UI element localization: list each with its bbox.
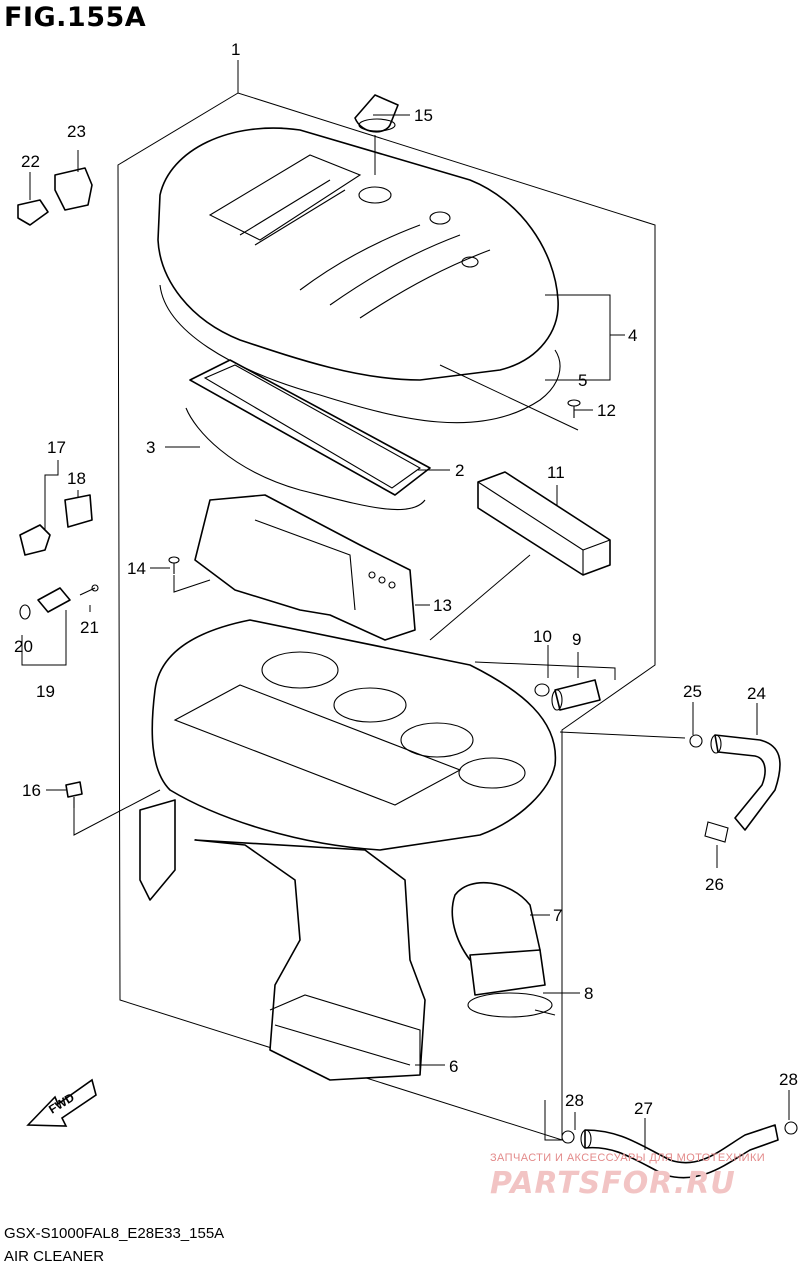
bolt-16 (65, 781, 83, 808)
callout-17: 17 (47, 438, 66, 457)
sensor-19 (37, 587, 71, 613)
callout-28a: 28 (565, 1091, 584, 1110)
callout-15: 15 (414, 106, 433, 125)
callout-12: 12 (597, 401, 616, 420)
figure-code: GSX-S1000FAL8_E28E33_155A (4, 1225, 225, 1242)
duct-frame-part (194, 494, 416, 641)
callout-25: 25 (683, 682, 702, 701)
cap-part (354, 94, 399, 133)
breather-hose-part (689, 734, 781, 843)
screw-21 (79, 584, 99, 596)
callout-labels: 1 2 3 4 5 6 7 8 9 10 11 12 13 14 15 16 1… (14, 40, 798, 1118)
fwd-direction-arrow: FWD (26, 1078, 97, 1127)
callout-3: 3 (146, 438, 155, 457)
callout-11: 11 (547, 463, 565, 482)
bolt-12 (567, 399, 581, 418)
callout-5: 5 (578, 371, 587, 390)
foam-block-part (477, 471, 611, 576)
drain-hose-part (561, 1121, 798, 1179)
intake-boot-part (451, 881, 556, 1018)
holder-23 (54, 167, 93, 211)
callout-1: 1 (231, 40, 240, 59)
callout-13: 13 (433, 596, 452, 615)
o-ring-20 (19, 604, 31, 620)
callout-9: 9 (572, 630, 581, 649)
cover-part (157, 127, 559, 381)
callout-8: 8 (584, 984, 593, 1003)
assembly-box (117, 92, 656, 1141)
gasket-part (159, 284, 561, 424)
callout-7: 7 (553, 906, 562, 925)
sensor-22 (17, 199, 49, 226)
callout-20: 20 (14, 637, 33, 656)
callout-26: 26 (705, 875, 724, 894)
watermark-logo: PARTSFOR.RU (490, 1166, 736, 1201)
filter-element-part (185, 359, 431, 511)
callout-28b: 28 (779, 1070, 798, 1089)
callout-16: 16 (22, 781, 41, 800)
callout-6: 6 (449, 1057, 458, 1076)
holder-18 (64, 494, 93, 528)
callout-22: 22 (21, 152, 40, 171)
callout-23: 23 (67, 122, 86, 141)
callout-19: 19 (36, 682, 55, 701)
callout-2: 2 (455, 461, 464, 480)
watermark-tagline: ЗАПЧАСТИ И АКСЕССУАРЫ ДЛЯ МОТОТЕХНИКИ (490, 1152, 766, 1164)
callout-27: 27 (634, 1099, 653, 1118)
callout-4: 4 (628, 326, 637, 345)
small-pipe-part (534, 679, 601, 711)
leader-lines (21, 60, 790, 1150)
sensor-17 (19, 524, 51, 556)
callout-10: 10 (533, 627, 552, 646)
figure-name: AIR CLEANER (4, 1248, 105, 1265)
callout-14: 14 (127, 559, 146, 578)
air-cleaner-case-part (139, 619, 557, 1081)
callout-18: 18 (67, 469, 86, 488)
callout-24: 24 (747, 684, 766, 703)
figure-title: FIG.155A (4, 2, 147, 33)
bolt-14 (168, 556, 180, 574)
callout-21: 21 (80, 618, 99, 637)
